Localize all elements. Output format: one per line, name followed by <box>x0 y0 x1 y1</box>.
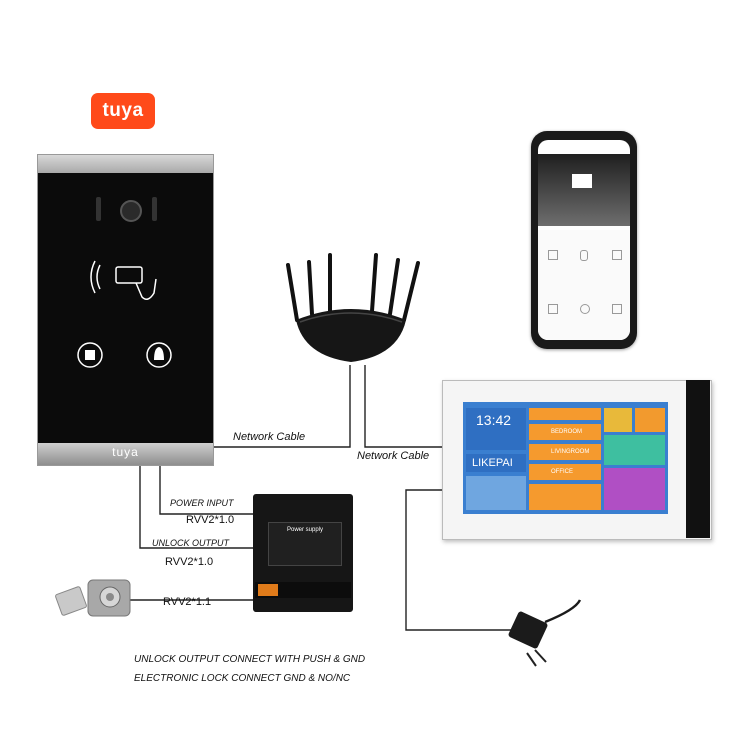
power-adapter-icon <box>508 599 582 667</box>
mic-icon <box>580 250 588 261</box>
power-input-cable-label: RVV2*1.0 <box>186 514 235 526</box>
network-cable-label-1: Network Cable <box>233 431 306 443</box>
monitor-screen: 13:42 LIKEPAI BEDROOM LIVINGROOM OFFICE <box>463 402 668 514</box>
panel-bottom-trim <box>38 443 213 465</box>
user-button-icon <box>77 342 103 368</box>
tuya-logo: tuya <box>91 93 155 129</box>
monitor-brand: LIKEPAI <box>472 457 513 469</box>
light-spot <box>572 174 592 188</box>
note-line-2: ELECTRONIC LOCK CONNECT GND & NO/NC <box>134 673 351 684</box>
video-preview <box>538 154 630 226</box>
bell-tile-icon[interactable] <box>604 408 632 432</box>
room-bedroom[interactable]: BEDROOM <box>529 424 601 440</box>
intercom-tile-icon[interactable] <box>604 435 665 465</box>
room-livingroom[interactable]: LIVINGROOM <box>529 444 601 460</box>
bell-button-icon <box>146 342 172 368</box>
unlock-icon <box>548 304 558 314</box>
power-terminal-orange <box>258 584 278 596</box>
weather-tile <box>466 476 526 510</box>
clock-time: 13:42 <box>476 412 512 428</box>
router-icon <box>286 253 420 362</box>
camera-lens-icon <box>120 200 142 222</box>
brand-tile: LIKEPAI <box>466 454 526 472</box>
network-cable-line-1 <box>211 365 351 448</box>
room-office[interactable]: OFFICE <box>529 464 601 480</box>
panel-top-trim <box>38 155 213 173</box>
up-arrow-icon[interactable] <box>529 408 601 420</box>
doorbell-panel: tuya <box>37 154 214 466</box>
panel-brand: tuya <box>112 445 139 459</box>
power-supply-terminals <box>255 582 351 598</box>
snapshot-icon <box>548 250 558 260</box>
monitor-side-edge <box>686 380 710 538</box>
power-input-line <box>159 464 255 515</box>
power-supply-title: Power supply <box>286 527 324 533</box>
record-icon <box>612 250 622 260</box>
power-input-label: POWER INPUT <box>170 498 234 508</box>
unlock-output-label: UNLOCK OUTPUT <box>152 538 230 548</box>
clock-tile: 13:42 <box>466 408 526 450</box>
lock-cable-label: RVV2*1.1 <box>163 596 212 608</box>
smartphone-screen <box>538 140 630 340</box>
down-arrow-icon[interactable] <box>529 484 601 510</box>
playback-icon <box>580 304 590 314</box>
gallery-icon <box>612 304 622 314</box>
note-line-1: UNLOCK OUTPUT CONNECT WITH PUSH & GND <box>134 654 366 665</box>
power-supply-label: Power supply <box>268 522 342 566</box>
message-tile-icon[interactable] <box>635 408 665 432</box>
network-cable-line-2 <box>364 365 445 448</box>
network-cable-label-2: Network Cable <box>357 450 430 462</box>
phone-controls <box>538 230 630 340</box>
camera-tile-icon[interactable] <box>604 468 665 510</box>
adapter-line <box>405 489 512 631</box>
electronic-lock-icon <box>55 579 131 617</box>
card-reader-icon <box>77 260 172 368</box>
ir-led-right-icon <box>152 197 157 221</box>
ir-led-left-icon <box>96 197 101 221</box>
unlock-output-cable-label: RVV2*1.0 <box>165 556 214 568</box>
